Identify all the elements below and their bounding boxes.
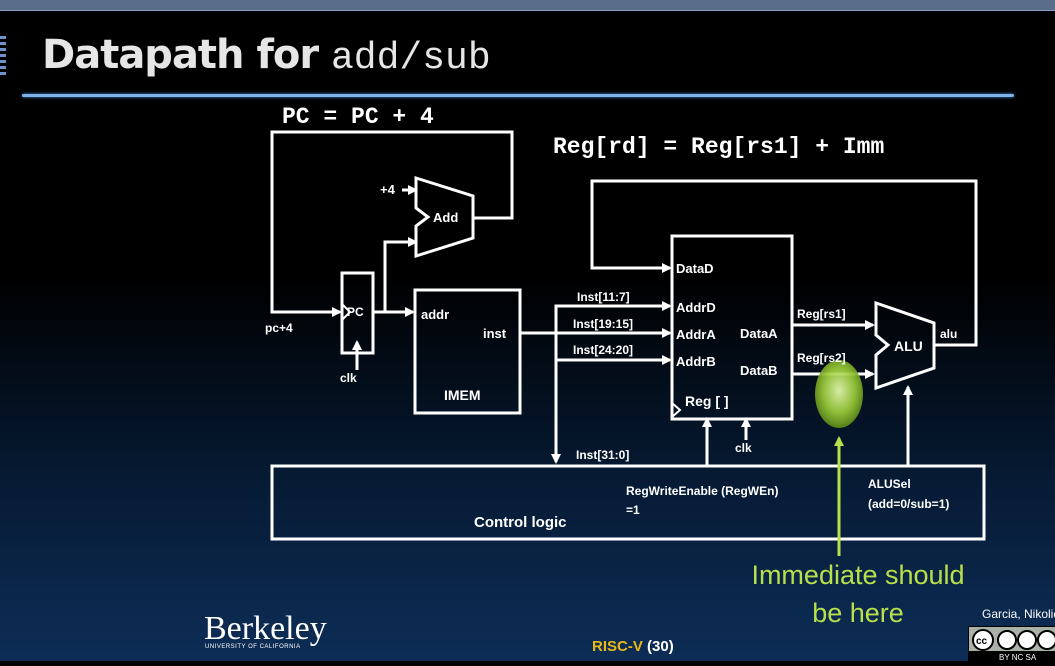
alusel-label: ALUSel [868, 477, 911, 491]
inst-19-15-label: Inst[19:15] [573, 317, 633, 331]
pc-label: PC [347, 305, 364, 319]
inst-bus-wire [520, 331, 561, 464]
title-code: add/sub [331, 37, 491, 80]
add-label: Add [433, 210, 458, 225]
slide-marker [0, 36, 6, 76]
inst-24-20-label: Inst[24:20] [573, 343, 633, 357]
top-bar [0, 0, 1055, 11]
title-underline [22, 94, 1014, 97]
regwen-label: RegWriteEnable (RegWEn) [626, 484, 778, 498]
course-number: (30) [642, 638, 674, 655]
pc-to-add-wire [374, 237, 418, 314]
reg-rs1-label: Reg[rs1] [797, 307, 846, 321]
control-logic-block [270, 464, 986, 541]
datad-label: DataD [676, 261, 714, 276]
pc-equation: PC = PC + 4 [282, 104, 434, 130]
by-icon [997, 630, 1017, 650]
reg-label: Reg [ ] [685, 393, 729, 409]
cc-icon [972, 629, 994, 651]
callout-line1: Immediate should [751, 560, 965, 590]
addrb-label: AddrB [676, 354, 716, 369]
pc-feedback-wire [270, 130, 514, 317]
alu-out-label: alu [940, 327, 957, 341]
cc-license-badge: cc BY NC SA [968, 626, 1055, 663]
inst-24-20-wire [554, 333, 672, 365]
callout-line2: be here [812, 598, 904, 628]
dataa-label: DataA [740, 326, 778, 341]
imem-label: IMEM [444, 387, 481, 403]
license-text: BY NC SA [999, 653, 1037, 662]
reg-rs2-label: Reg[rs2] [797, 351, 846, 365]
immediate-highlight [815, 360, 863, 428]
inst-label: inst [483, 326, 507, 341]
alusel-value: (add=0/sub=1) [868, 497, 949, 511]
control-logic-label: Control logic [474, 514, 567, 531]
pc-register [340, 271, 375, 355]
addra-label: AddrA [676, 327, 716, 342]
callout-text: Immediate should be here [742, 556, 974, 632]
author-credit: Garcia, Nikolić [982, 607, 1055, 621]
alu-writeback-wire [590, 179, 978, 347]
pc-plus4-label: pc+4 [265, 321, 293, 335]
addrd-label: AddrD [676, 300, 716, 315]
adder-unit [414, 175, 475, 259]
alu-unit [874, 300, 936, 391]
title-text: Datapath for [42, 32, 331, 78]
regfile-block [670, 234, 794, 421]
slide-title: Datapath for add/sub [42, 32, 491, 80]
inst-31-0-label: Inst[31:0] [576, 448, 629, 462]
nc-icon [1017, 630, 1037, 650]
svg-text:cc: cc [976, 636, 988, 647]
course-prefix: RISC-V [592, 638, 643, 655]
inst-11-7-wire [554, 301, 672, 333]
slide-number: RISC-V (30) [592, 638, 674, 655]
reg-equation: Reg[rd] = Reg[rs1] + Imm [553, 134, 885, 160]
plus4-label: +4 [380, 182, 396, 197]
addr-label: addr [421, 307, 449, 322]
sa-icon [1037, 630, 1055, 650]
imem-block [413, 288, 522, 415]
regwen-value: =1 [626, 503, 640, 517]
berkeley-logo-sub: UNIVERSITY OF CALIFORNIA [205, 644, 301, 650]
berkeley-logo: Berkeley [204, 610, 327, 647]
reg-clk-label: clk [735, 441, 752, 455]
pc-clk-label: clk [340, 371, 357, 385]
alu-label: ALU [894, 338, 923, 354]
datab-label: DataB [740, 363, 778, 378]
inst-11-7-label: Inst[11:7] [577, 290, 630, 304]
